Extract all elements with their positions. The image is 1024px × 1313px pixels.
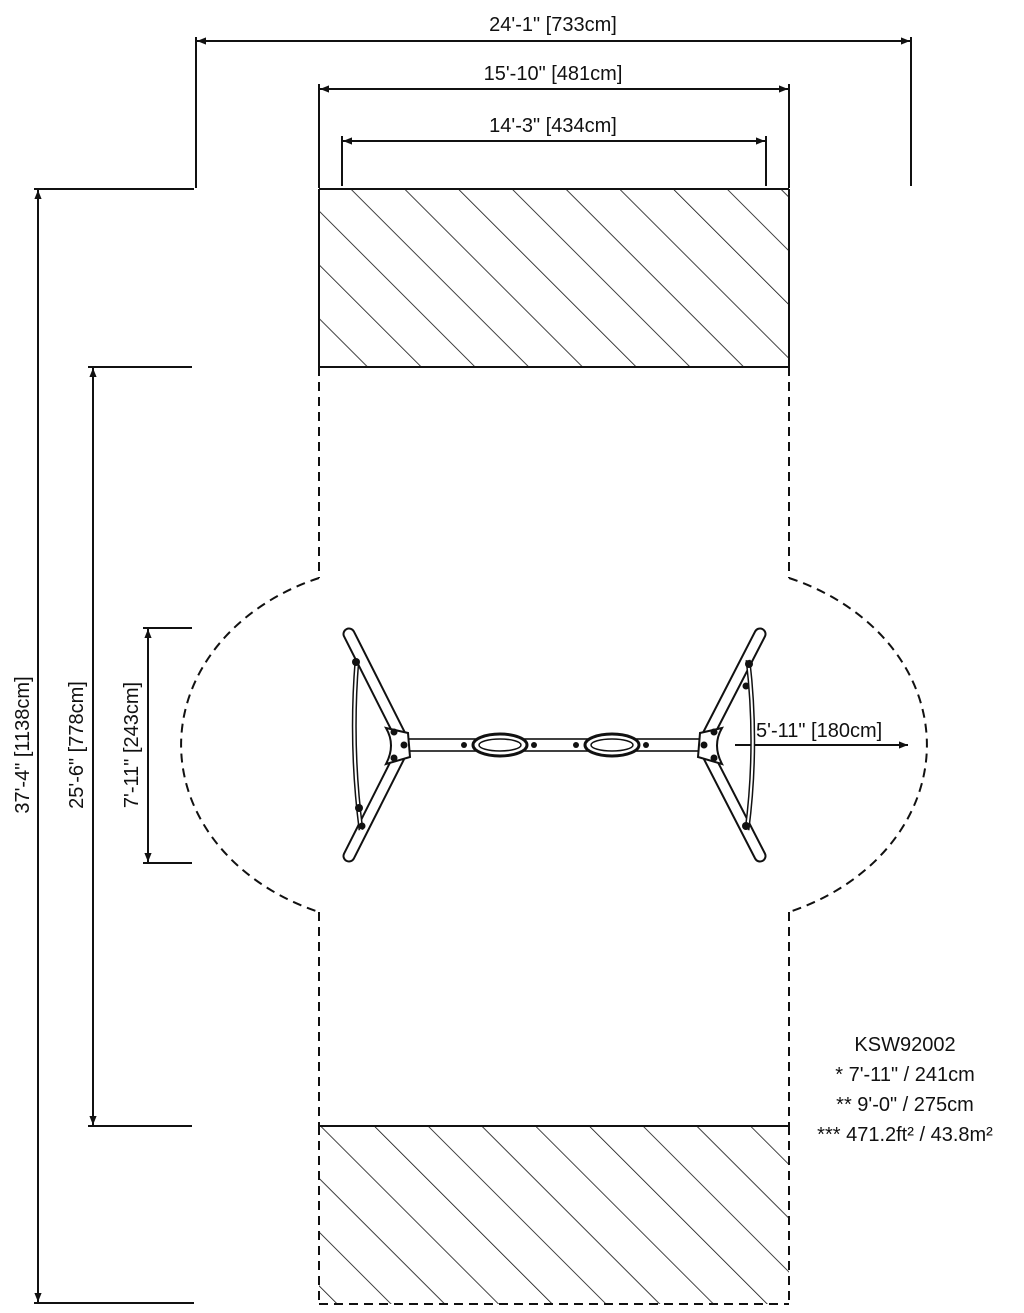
frame-width-label: 14'-3" [434cm] xyxy=(489,115,617,137)
overall-width-dimension: 24'-1" [733cm] xyxy=(195,14,912,188)
top-hatched-zone xyxy=(318,188,790,368)
zone-width-dimension: 15'-10" [481cm] xyxy=(318,63,790,188)
side-clearance-dimension: 5'-11" [180cm] xyxy=(735,720,908,749)
swing-seat xyxy=(471,732,529,758)
swing-seat xyxy=(583,732,641,758)
swing-frame xyxy=(342,627,767,863)
safety-boundary xyxy=(180,367,928,1126)
overall-width-label: 24'-1" [733cm] xyxy=(489,14,617,36)
model-notes: KSW92002 * 7'-11" / 241cm ** 9'-0" / 275… xyxy=(817,1034,993,1146)
frame-depth-dimension: 7'-11" [243cm] xyxy=(121,627,192,864)
note-line-3: *** 471.2ft² / 43.8m² xyxy=(817,1124,993,1146)
zone-width-label: 15'-10" [481cm] xyxy=(484,63,623,85)
note-line-1: * 7'-11" / 241cm xyxy=(835,1064,975,1086)
swing-zone-length-label: 25'-6" [778cm] xyxy=(66,681,88,809)
overall-length-dimension: 37'-4" [1138cm] xyxy=(12,188,194,1304)
frame-depth-label: 7'-11" [243cm] xyxy=(121,682,143,808)
overall-length-label: 37'-4" [1138cm] xyxy=(12,676,34,813)
side-clearance-label: 5'-11" [180cm] xyxy=(756,720,882,742)
top-beam xyxy=(407,738,701,752)
bottom-hatched-zone xyxy=(318,1125,790,1305)
frame-width-dimension: 14'-3" [434cm] xyxy=(341,115,767,186)
note-line-2: ** 9'-0" / 275cm xyxy=(836,1094,974,1116)
model-number: KSW92002 xyxy=(854,1034,955,1056)
swing-zone-length-dimension: 25'-6" [778cm] xyxy=(66,366,192,1127)
